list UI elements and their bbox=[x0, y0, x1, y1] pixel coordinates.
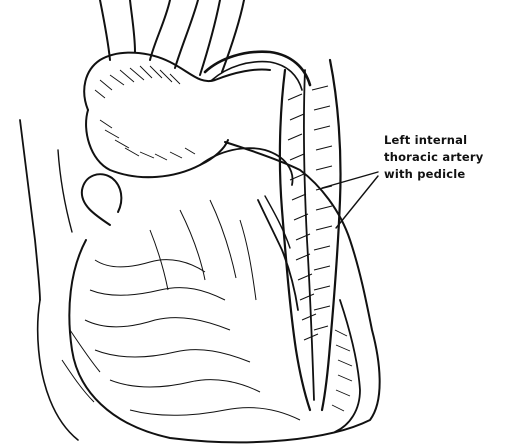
internal-thoracic-artery-upper bbox=[205, 52, 310, 85]
right-atrium-outline bbox=[82, 174, 122, 225]
right-heart-border bbox=[38, 300, 78, 440]
pulmonary-trunk bbox=[200, 148, 293, 185]
pedicle-outer-left bbox=[280, 70, 310, 410]
heart-outline bbox=[69, 142, 379, 442]
subclavian-artery bbox=[200, 0, 244, 75]
ventricle-right-edge bbox=[335, 300, 360, 432]
lad-anastomosis bbox=[258, 200, 298, 310]
brachiocephalic-artery bbox=[100, 0, 135, 60]
pedicle-center-vessel bbox=[304, 70, 314, 400]
ascending-aorta bbox=[86, 110, 228, 177]
ventricle-texture bbox=[62, 200, 300, 420]
leader-line-lower bbox=[336, 176, 378, 228]
apex-shading bbox=[332, 330, 352, 411]
label-line-2: thoracic artery bbox=[384, 151, 484, 164]
pedicle-outer-right bbox=[322, 60, 341, 410]
label-line-1: Left internal bbox=[384, 134, 467, 147]
aorta-shading bbox=[95, 66, 195, 160]
vena-cava bbox=[20, 120, 40, 300]
vena-cava-inner bbox=[58, 150, 72, 232]
label-line-3: with pedicle bbox=[384, 168, 465, 181]
